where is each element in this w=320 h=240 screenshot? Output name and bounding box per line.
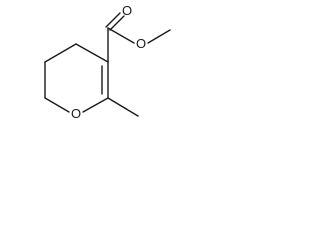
ring-bond-o1-c6 bbox=[44, 97, 70, 113]
ring-bond-c2-o1 bbox=[82, 97, 109, 113]
ring-bond-c5-c4 bbox=[44, 43, 77, 63]
ring-oxygen-label: O bbox=[71, 106, 81, 121]
methyl-bond bbox=[107, 97, 139, 117]
carbonyl-double-bond-a bbox=[105, 12, 121, 28]
o-methyl-bond bbox=[147, 29, 171, 44]
ester-o-bond bbox=[107, 27, 135, 44]
ester-oxygen-label: O bbox=[136, 36, 146, 51]
carbonyl-double-bond-b bbox=[109, 15, 125, 31]
structure-diagram: O O O bbox=[44, 3, 171, 121]
carbonyl-oxygen-label: O bbox=[122, 3, 132, 18]
ring-bond-c4-c3 bbox=[75, 43, 109, 63]
